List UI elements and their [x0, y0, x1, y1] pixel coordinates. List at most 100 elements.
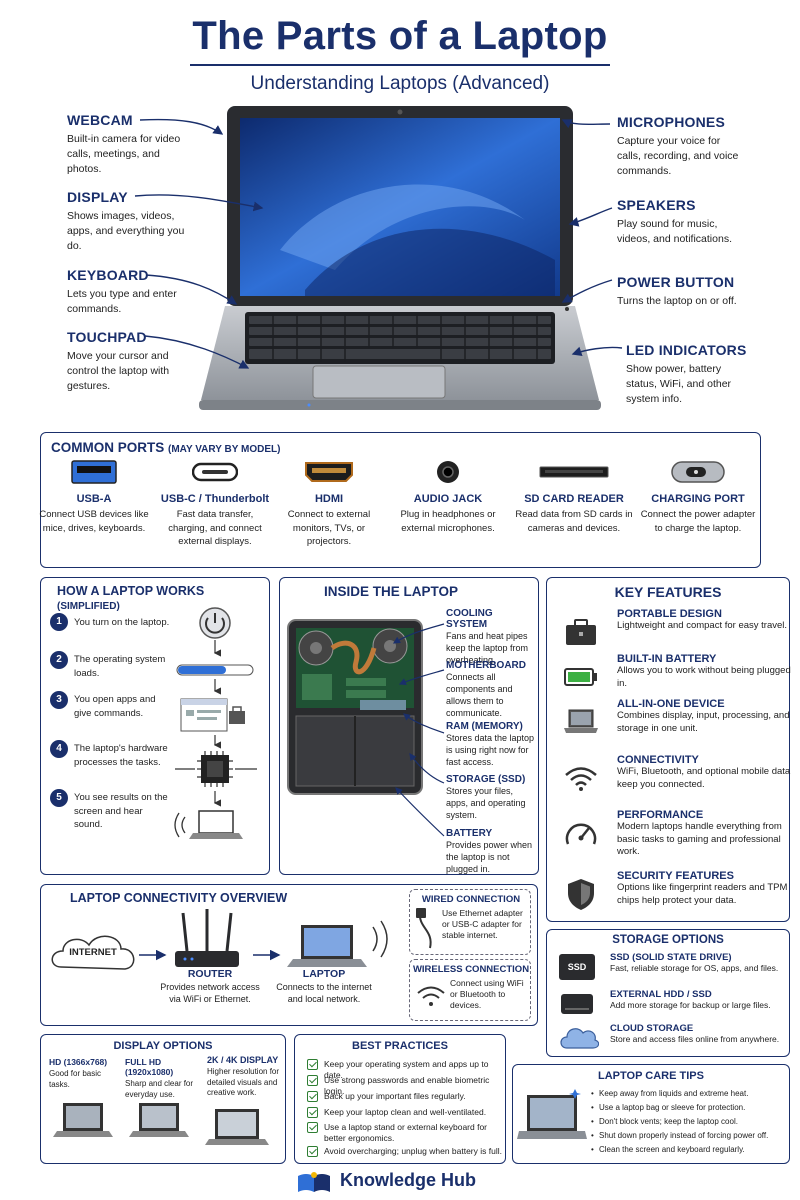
usb-c-icon: [192, 462, 238, 482]
label-ram: RAM (MEMORY) Stores data the laptop is u…: [446, 721, 535, 767]
battery-icon: [564, 668, 597, 686]
display-laptops-illustration: [53, 1103, 269, 1145]
care-tips-panel: LAPTOP CARE TIPS Keep away from liquids …: [512, 1064, 790, 1164]
part-led-indicators: LED INDICATORS Show power, battery statu…: [626, 342, 751, 407]
inside-title: INSIDE THE LAPTOP: [324, 584, 459, 599]
step-4-text: The laptop's hardware processes the task…: [74, 743, 168, 768]
hdmi-icon: [305, 462, 353, 482]
display-4k: 2K / 4K DISPLAY Higher resolution for de…: [207, 1055, 280, 1097]
label-storage-ssd: STORAGE (SSD) Stores your files, apps, a…: [446, 774, 526, 820]
bag-icon: [229, 711, 245, 724]
ssd-icon: SSD: [559, 954, 595, 980]
port-sd-card: SD CARD READER Read data from SD cards i…: [515, 457, 633, 535]
part-display: DISPLAY Shows images, videos, apps, and …: [67, 189, 187, 254]
checkbox-icon: [307, 1075, 318, 1086]
wired-connection-box: WIRED CONNECTION Use Ethernet adapter or…: [409, 889, 531, 955]
part-power-button: POWER BUTTON Turns the laptop on or off.: [617, 274, 737, 309]
best-practices-title: BEST PRACTICES: [352, 1040, 448, 1052]
laptop-internals-illustration: [287, 619, 423, 795]
laptop-icon-4k: [205, 1109, 269, 1145]
part-keyboard: KEYBOARD Lets you type and enter command…: [67, 267, 177, 317]
display-options-title: DISPLAY OPTIONS: [113, 1040, 213, 1052]
step-2-number: 2: [50, 651, 68, 669]
laptop-icon-full-hd: [129, 1103, 189, 1137]
step-3-text: You open apps and give commands.: [74, 694, 156, 719]
part-webcam: WEBCAM Built-in camera for video calls, …: [67, 112, 192, 177]
part-desc: Show power, battery status, WiFi, and ot…: [626, 363, 732, 405]
part-name: KEYBOARD: [67, 267, 149, 283]
part-name: WEBCAM: [67, 112, 133, 128]
storage-title: STORAGE OPTIONS: [612, 934, 724, 946]
care-tip-item: Keep away from liquids and extreme heat.: [591, 1089, 795, 1099]
label-motherboard: MOTHERBOARD Connects all components and …: [446, 660, 526, 718]
connectivity-title: LAPTOP CONNECTIVITY OVERVIEW: [70, 891, 288, 905]
page-subtitle: Understanding Laptops (Advanced): [250, 73, 550, 94]
checkbox-icon: [307, 1059, 318, 1070]
part-name: LED INDICATORS: [626, 342, 747, 358]
step-1-text: You turn on the laptop.: [74, 617, 170, 628]
part-desc: Move your cursor and control the laptop …: [67, 350, 170, 392]
ports-title: COMMON PORTS (MAY VARY BY MODEL): [51, 440, 281, 455]
page-title: The Parts of a Laptop: [192, 14, 608, 58]
laptop-caption: LAPTOP Connects to the internet and loca…: [276, 968, 372, 1004]
checkbox-icon: [307, 1146, 318, 1157]
shield-icon: [568, 879, 594, 910]
common-ports-panel: COMMON PORTS (MAY VARY BY MODEL) USB-A C…: [39, 432, 761, 568]
display-hd: HD (1366x768) Good for basic tasks.: [49, 1057, 108, 1089]
part-name: SPEAKERS: [617, 197, 696, 213]
display-options-panel: DISPLAY OPTIONS HD (1366x768) Good for b…: [40, 1034, 286, 1164]
part-microphones: MICROPHONES Capture your voice for calls…: [617, 114, 742, 179]
label-battery: BATTERY Provides power when the laptop i…: [446, 828, 533, 874]
part-desc: Turns the laptop on or off.: [617, 295, 737, 307]
how-it-works-flow: [174, 607, 257, 839]
port-charging: CHARGING PORT Connect the power adapter …: [639, 457, 757, 535]
cloud-storage-icon: [560, 1028, 599, 1049]
part-desc: Play sound for music, videos, and notifi…: [617, 218, 732, 245]
laptop-illustration: [199, 106, 601, 410]
gauge-icon: [565, 823, 597, 845]
part-name: POWER BUTTON: [617, 274, 735, 290]
part-desc: Shows images, videos, apps, and everythi…: [67, 210, 185, 252]
power-button: [565, 307, 569, 311]
checkbox-icon: [307, 1091, 318, 1102]
step-4-number: 4: [50, 740, 68, 758]
ethernet-cable-icon: [416, 908, 432, 949]
sd-card-reader-icon: [539, 466, 609, 478]
port-usb-c: USB-C / Thunderbolt Fast data transfer, …: [156, 457, 274, 549]
usb-a-icon: [71, 460, 117, 484]
care-tip-item: Don't block vents; keep the laptop cool.: [591, 1117, 795, 1127]
laptop-icon-hd: [53, 1103, 113, 1137]
care-tips-title: LAPTOP CARE TIPS: [598, 1070, 704, 1082]
port-audio-jack: AUDIO JACK Plug in headphones or externa…: [389, 457, 507, 535]
storage-ssd: SSD (SOLID STATE DRIVE) Fast, reliable s…: [610, 952, 779, 973]
internet-label: INTERNET: [69, 947, 117, 958]
label-cooling-system: COOLING SYSTEM Fans and heat pipes keep …: [446, 608, 529, 665]
laptop-icon: [564, 709, 598, 733]
wireless-wifi-icon: [417, 986, 445, 1006]
checkbox-icon: [307, 1122, 318, 1133]
result-laptop-icon: [198, 810, 234, 834]
callout-arrows: [134, 118, 623, 369]
book-icon: [298, 1172, 330, 1192]
storage-external: EXTERNAL HDD / SSD Add more storage for …: [610, 989, 771, 1010]
internal-callout-arrows: [392, 623, 445, 837]
laptop-care-illustration: [517, 1089, 587, 1139]
part-desc: Lets you type and enter commands.: [67, 288, 177, 315]
connectivity-panel: LAPTOP CONNECTIVITY OVERVIEW INTERNET RO…: [40, 884, 538, 1026]
cloud-icon: [51, 935, 135, 970]
footer-brand: Knowledge Hub: [296, 1168, 506, 1196]
sparkle-icon: [569, 1089, 581, 1099]
connectivity-diagram: [51, 909, 388, 970]
part-desc: Built-in camera for video calls, meeting…: [67, 133, 181, 175]
laptop-touchpad: [312, 365, 446, 399]
wireless-connection-box: WIRELESS CONNECTION Connect using WiFi o…: [409, 959, 531, 1021]
router-caption: ROUTER Provides network access via WiFi …: [160, 968, 260, 1004]
checkbox-icon: [307, 1107, 318, 1118]
wifi-icon: [565, 767, 597, 791]
briefcase-icon: [566, 619, 596, 645]
part-desc: Capture your voice for calls, recording,…: [617, 135, 739, 177]
